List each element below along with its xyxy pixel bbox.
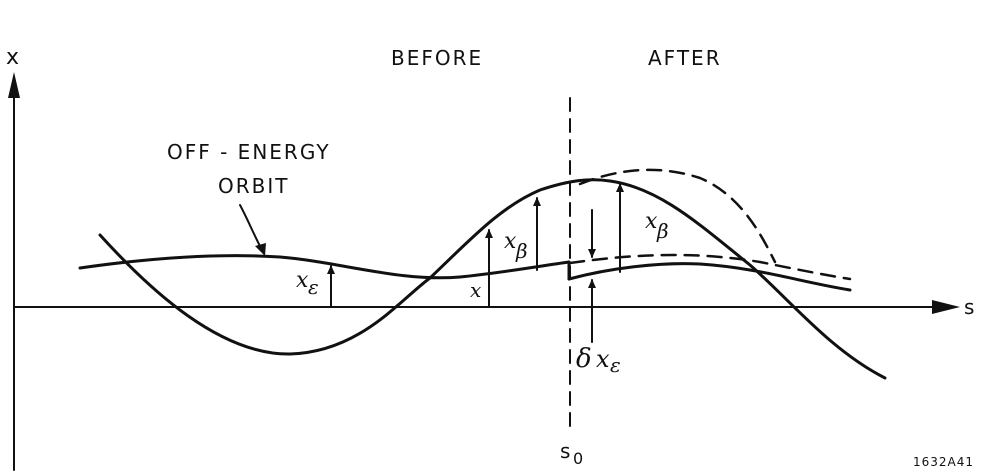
x-beta-right-label: x [645,209,658,234]
x-beta-right-subscript: β [656,219,669,243]
delta-x-epsilon-subscript: ε [610,353,621,377]
figure-id-label: 1632A41 [913,455,974,469]
off-energy-label-line1: OFF - ENERGY [167,140,331,164]
axis-x-label: x [6,45,21,70]
off-energy-label-line2: ORBIT [218,174,289,198]
x-beta-left-label: x [504,229,517,254]
off-energy-leader-arrowhead [255,243,266,256]
x-total-label: x [470,278,481,302]
s0-label: s [560,439,572,463]
off-energy-orbit-before [78,254,571,280]
off-energy-orbit-after [567,262,852,292]
axis-s-label: s [964,295,976,319]
betatron-trajectory-unperturbed-dashed [578,168,777,264]
x-beta-left-subscript: β [515,239,528,263]
before-label: BEFORE [391,46,483,70]
after-label: AFTER [648,46,722,70]
s-axis-arrowhead [932,300,960,314]
x-axis-arrowhead [8,72,20,98]
off-energy-orbit-unperturbed-dashed [568,253,852,281]
x-epsilon-subscript: ε [308,275,319,299]
x-epsilon-label: x [296,268,309,293]
off-energy-leader-line [239,204,263,251]
betatron-trajectory-curve [98,178,887,380]
delta-x-epsilon-x: x [596,345,610,373]
delta-x-epsilon-delta: δ [576,344,592,374]
s0-subscript: 0 [573,449,585,468]
